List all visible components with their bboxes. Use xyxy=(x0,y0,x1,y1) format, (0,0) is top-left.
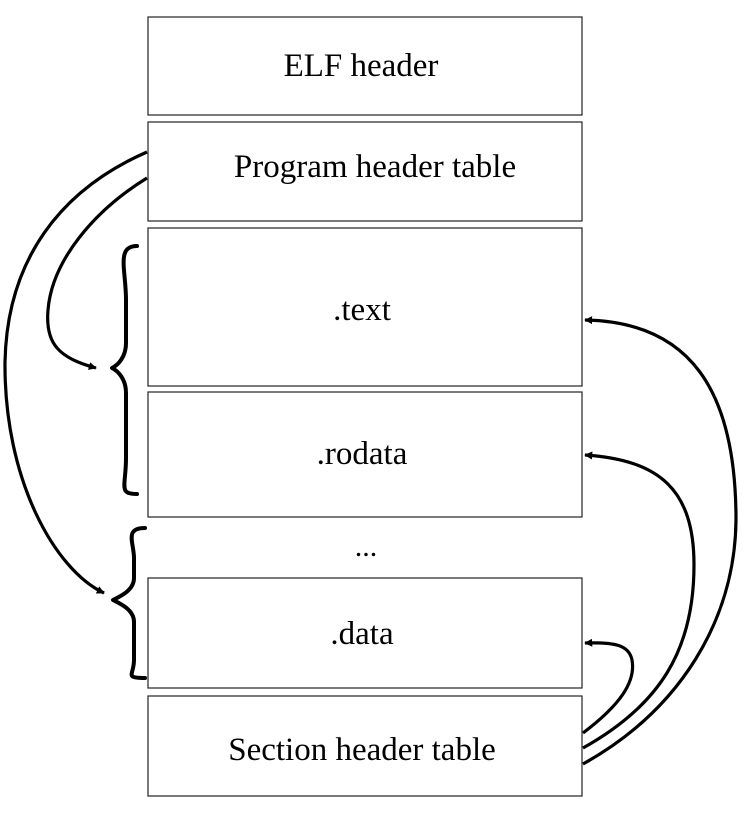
section-header-to-data-arrow xyxy=(582,638,635,735)
rodata-section-label: .rodata xyxy=(317,436,408,472)
program-header-to-text-segment-arrow xyxy=(46,176,148,370)
data-section-label: .data xyxy=(330,616,394,652)
data-segment-brace xyxy=(111,526,147,680)
text-section-label: .text xyxy=(333,292,391,328)
section-header-to-text-arrow xyxy=(582,316,738,766)
ellipsis-gap: ... xyxy=(355,530,378,563)
section-header-table-block: Section header table xyxy=(147,695,583,797)
program-header-to-data-segment-arrow xyxy=(3,150,148,595)
rodata-section-block: .rodata xyxy=(147,391,583,518)
program-header-table-block: Program header table xyxy=(147,121,583,222)
section-header-to-rodata-arrow xyxy=(582,451,696,750)
text-section-block: .text xyxy=(147,227,583,387)
data-section-block: .data xyxy=(147,577,583,689)
section-header-table-label: Section header table xyxy=(228,732,496,768)
elf-header-block: ELF header xyxy=(147,16,583,116)
elf-header-label: ELF header xyxy=(284,48,439,84)
text-segment-brace xyxy=(110,244,139,496)
program-header-table-label: Program header table xyxy=(234,149,516,185)
